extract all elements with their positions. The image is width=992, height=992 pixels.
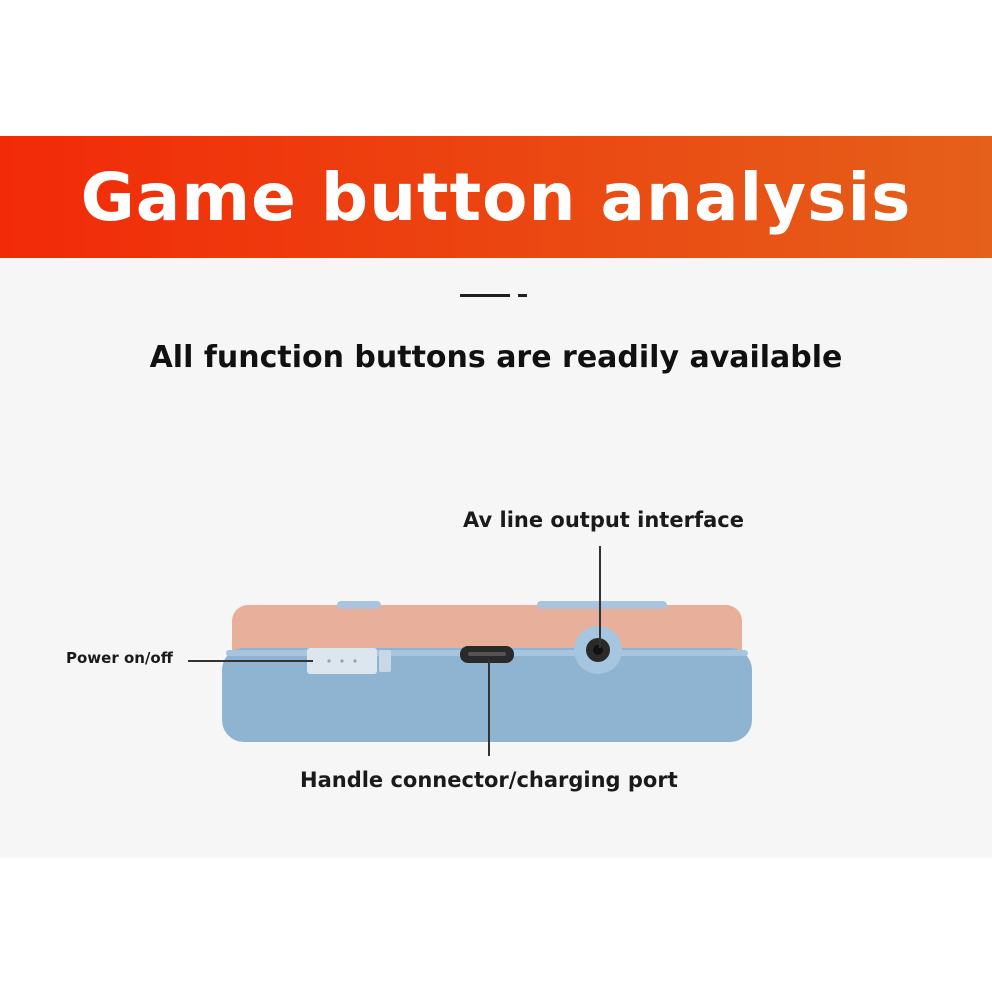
callout-av-output: Av line output interface — [463, 508, 744, 532]
charging-port-inner — [468, 652, 506, 656]
top-button-left — [337, 601, 381, 609]
leader-line-power — [188, 660, 313, 662]
divider-dash-short — [518, 294, 527, 297]
title-banner: Game button analysis — [0, 136, 992, 258]
callout-power: Power on/off — [66, 649, 173, 667]
power-switch-dot — [327, 659, 331, 663]
power-switch-dot — [353, 659, 357, 663]
top-button-right — [537, 601, 667, 609]
power-switch-dot — [340, 659, 344, 663]
divider-dash-long — [460, 294, 510, 297]
leader-line-charging — [488, 660, 490, 756]
content-panel — [0, 258, 992, 858]
banner-title: Game button analysis — [80, 158, 912, 236]
callout-charging-port: Handle connector/charging port — [300, 768, 678, 792]
power-switch-knob — [379, 650, 391, 672]
subtitle: All function buttons are readily availab… — [149, 340, 843, 375]
leader-line-av — [599, 546, 601, 648]
av-jack-hole — [593, 645, 603, 655]
console-bottom-view — [222, 601, 752, 742]
